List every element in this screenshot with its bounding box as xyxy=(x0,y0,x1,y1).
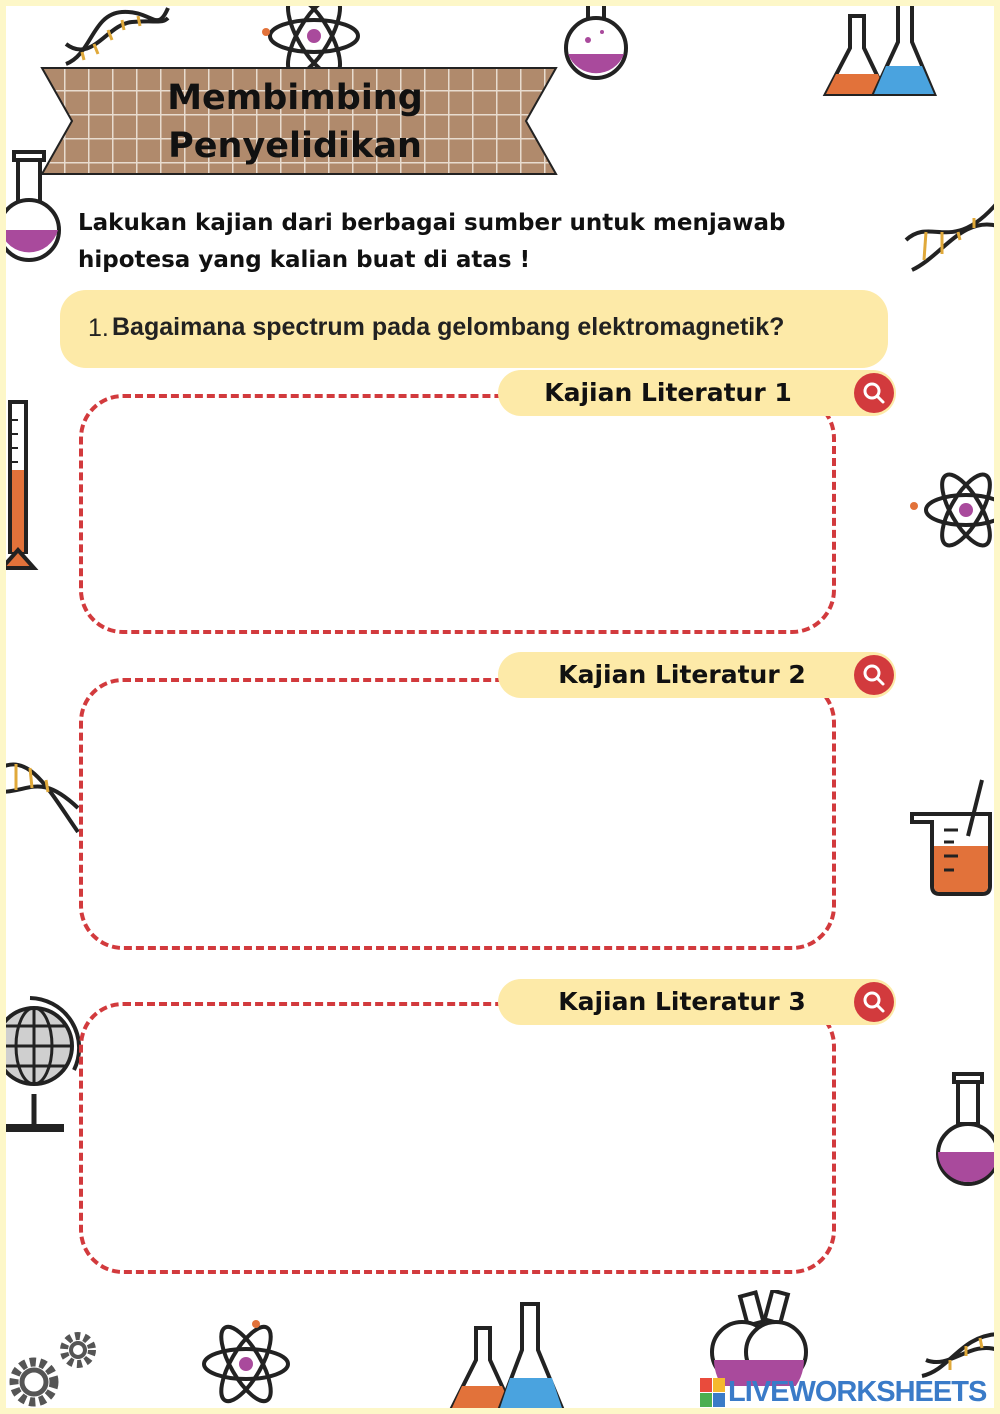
section-label-2: Kajian Literatur 2 xyxy=(498,652,896,698)
instruction-line-1: Lakukan kajian dari berbagai sumber untu… xyxy=(78,210,786,236)
atom-icon xyxy=(910,472,1000,548)
search-icon xyxy=(863,664,885,686)
dna-icon xyxy=(921,1332,999,1378)
page-title: Membimbing Penyelidikan xyxy=(150,74,440,170)
thermometer-tube-icon xyxy=(0,400,39,570)
beaker-icon xyxy=(910,779,992,896)
erlenmeyer-flask-icon xyxy=(822,0,938,96)
liveworksheets-text: LIVEWORKSHEETS xyxy=(728,1376,987,1408)
question-text: Bagaimana spectrum pada gelombang elektr… xyxy=(112,313,785,341)
search-icon xyxy=(863,991,885,1013)
dna-icon xyxy=(0,762,80,834)
section-label-text-3: Kajian Literatur 3 xyxy=(558,987,806,1016)
instruction-line-2: hipotesa yang kalian buat di atas ! xyxy=(78,247,531,273)
search-button-1[interactable] xyxy=(854,373,894,413)
gears-icon xyxy=(9,1332,96,1407)
answer-box-3[interactable] xyxy=(79,1002,836,1274)
banner-ribbon-shape xyxy=(40,67,558,175)
section-label-text-1: Kajian Literatur 1 xyxy=(544,378,792,407)
liveworksheets-watermark: LIVEWORKSHEETS xyxy=(700,1376,995,1410)
liveworksheets-badge-icon xyxy=(700,1378,725,1407)
section-label-text-2: Kajian Literatur 2 xyxy=(558,660,806,689)
flask-icon xyxy=(0,150,61,262)
answer-box-1[interactable] xyxy=(79,394,836,634)
page-title-line-2: Penyelidikan xyxy=(168,126,422,166)
question-box: 1. Bagaimana spectrum pada gelombang ele… xyxy=(60,290,888,368)
title-banner xyxy=(40,66,558,176)
section-label-3: Kajian Literatur 3 xyxy=(498,979,896,1025)
search-icon xyxy=(863,382,885,404)
globe-icon xyxy=(0,996,82,1132)
question-number: 1. xyxy=(88,314,109,342)
flask-icon xyxy=(564,0,628,80)
search-button-3[interactable] xyxy=(854,982,894,1022)
dna-icon xyxy=(64,7,170,66)
page-title-line-1: Membimbing xyxy=(167,78,423,118)
answer-box-2[interactable] xyxy=(79,678,836,950)
atom-icon xyxy=(262,0,360,70)
section-label-1: Kajian Literatur 1 xyxy=(498,370,896,416)
search-button-2[interactable] xyxy=(854,655,894,695)
erlenmeyer-flask-icon xyxy=(448,1302,565,1410)
flask-icon xyxy=(936,1072,1000,1186)
atom-icon xyxy=(202,1320,290,1404)
dna-icon xyxy=(904,200,1000,272)
flask-icon xyxy=(710,1290,808,1386)
instruction-text: Lakukan kajian dari berbagai sumber untu… xyxy=(78,205,858,279)
